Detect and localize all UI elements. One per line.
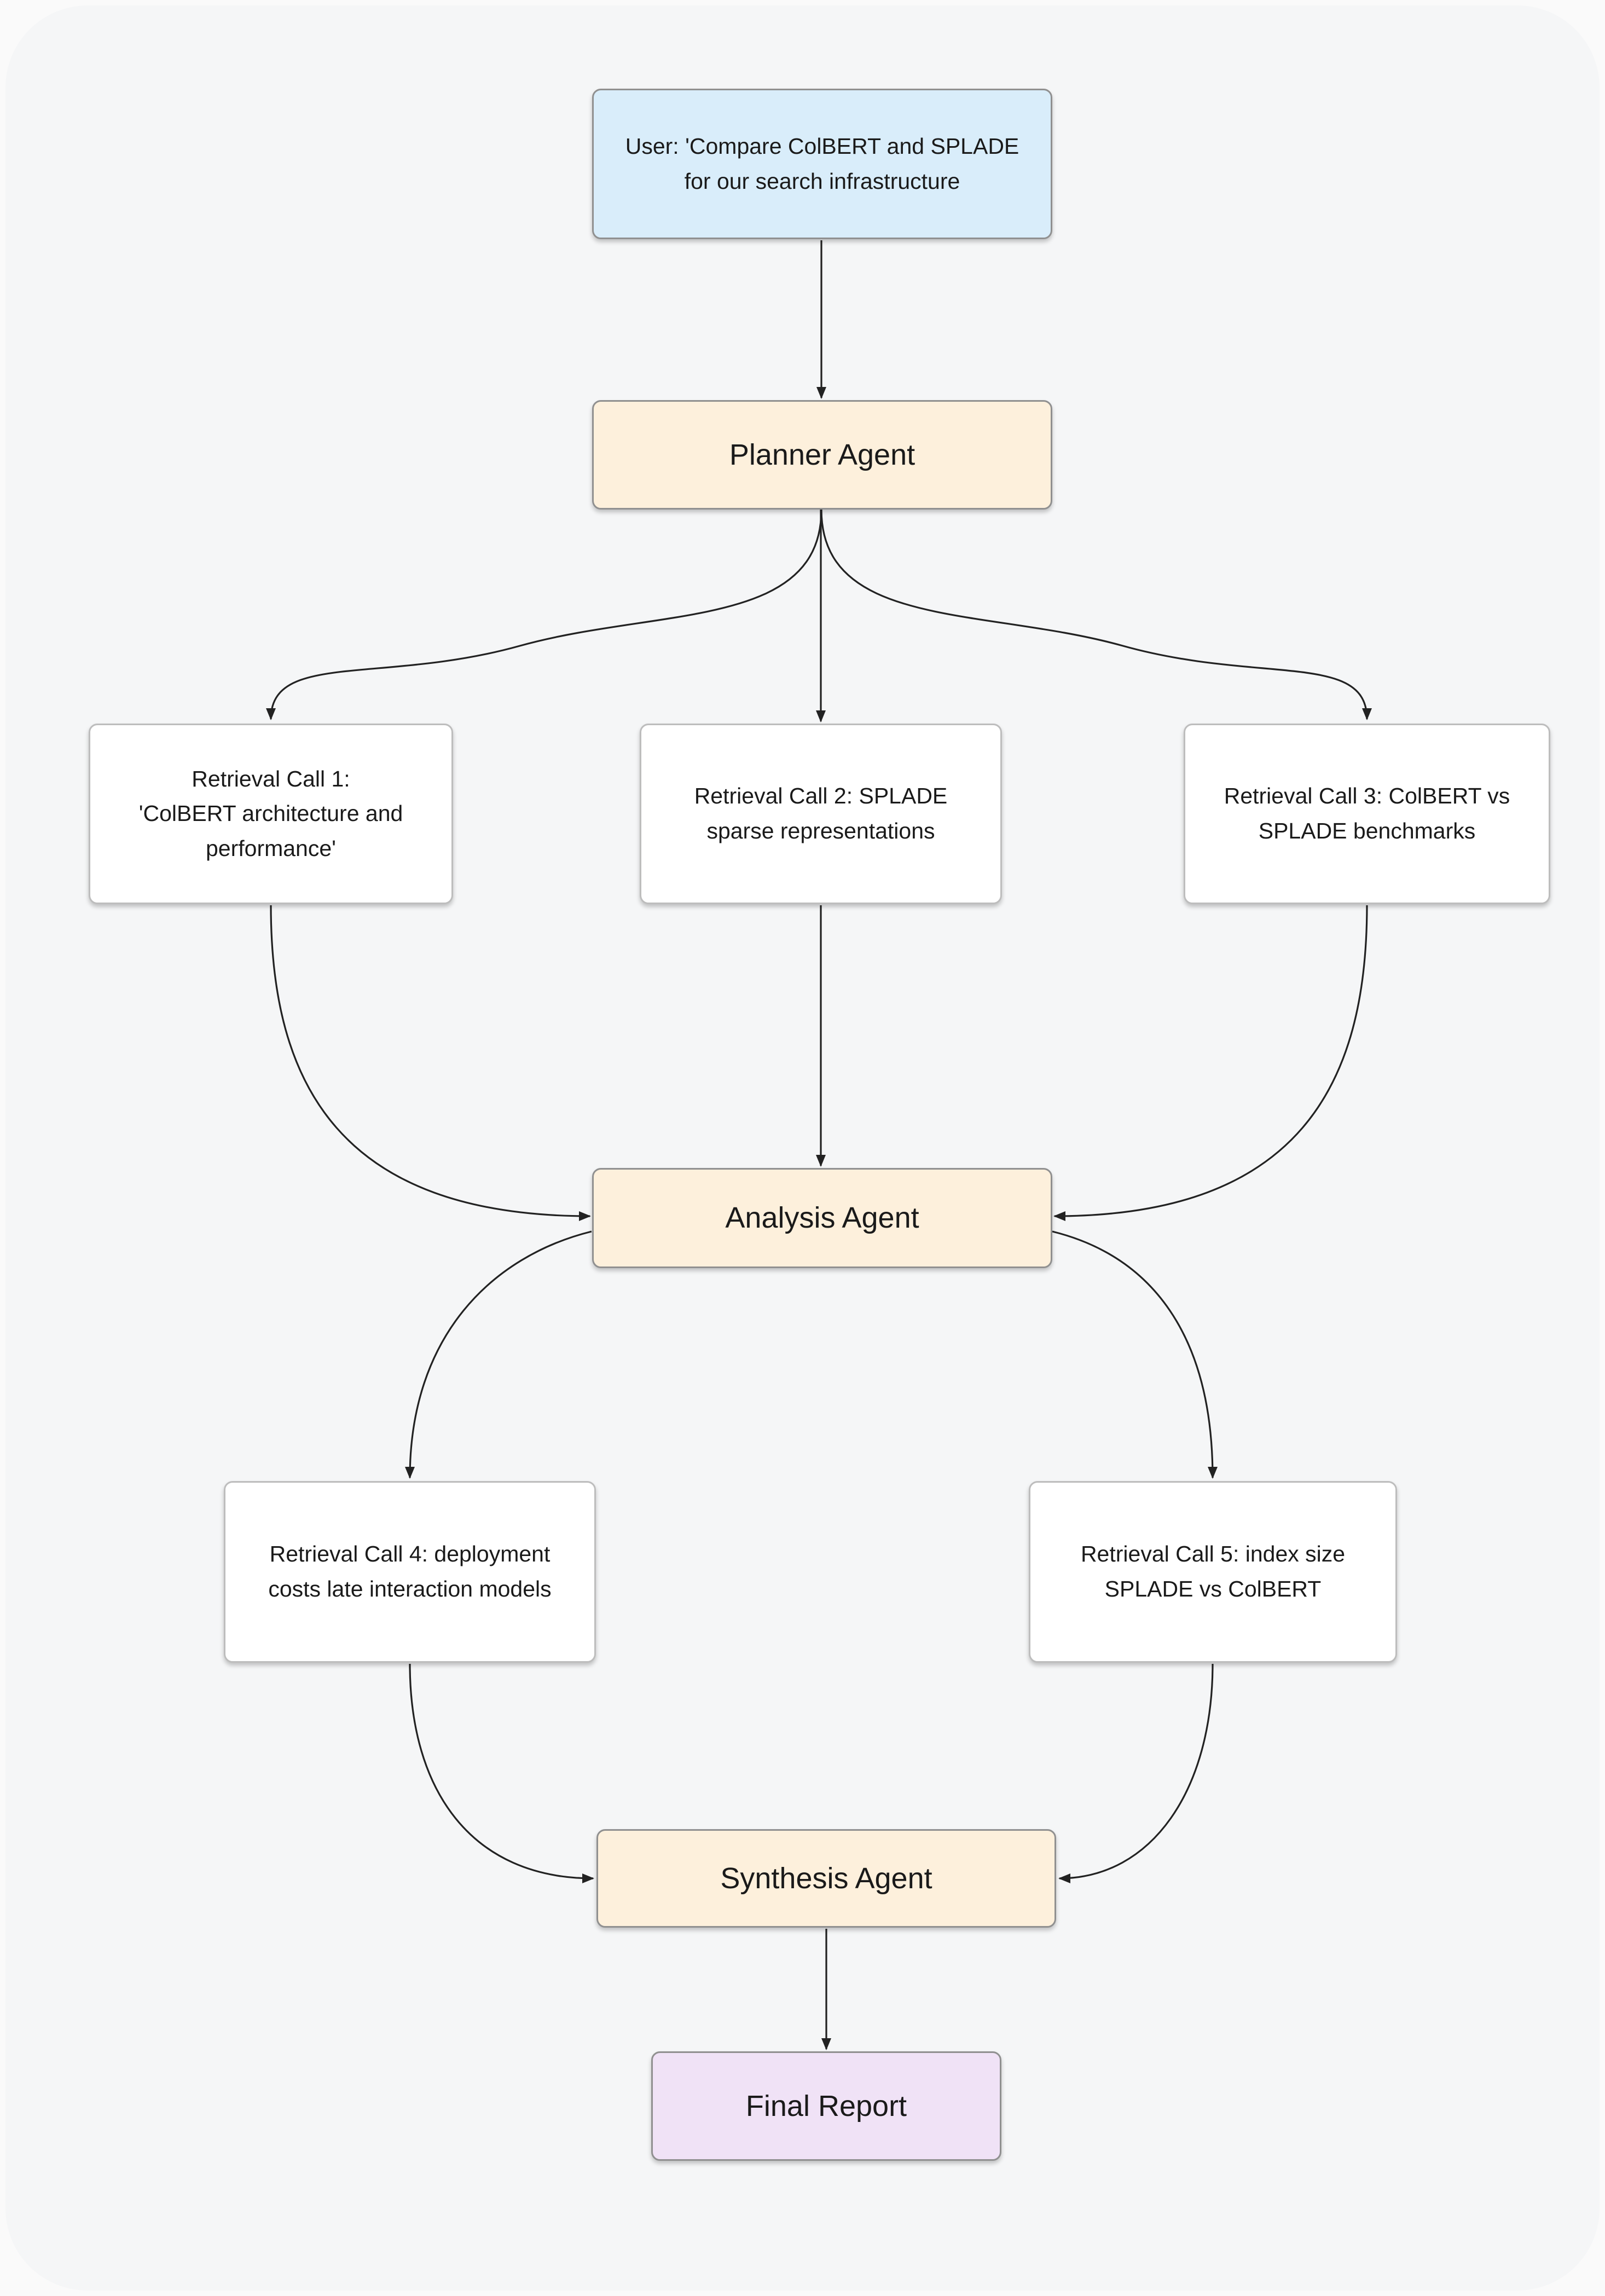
user-query-label: User: 'Compare ColBERT and SPLADE for ou…: [625, 133, 1019, 194]
retrieval-call-5-label: Retrieval Call 5: index size SPLADE vs C…: [1080, 1541, 1346, 1601]
retrieval-call-1-label: Retrieval Call 1: 'ColBERT architecture …: [138, 766, 403, 861]
edge-planner-to-r1: [266, 509, 822, 720]
retrieval-call-4-node: Retrieval Call 4: deployment costs late …: [224, 1481, 596, 1663]
analysis-agent-label: Analysis Agent: [725, 1201, 919, 1235]
synthesis-agent-node: Synthesis Agent: [596, 1829, 1056, 1928]
edge-r1-to-analysis: [270, 905, 591, 1221]
retrieval-call-3-node: Retrieval Call 3: ColBERT vs SPLADE benc…: [1184, 724, 1550, 904]
retrieval-call-5-node: Retrieval Call 5: index size SPLADE vs C…: [1029, 1481, 1397, 1663]
user-query-node: User: 'Compare ColBERT and SPLADE for ou…: [592, 89, 1052, 239]
synthesis-agent-label: Synthesis Agent: [720, 1861, 932, 1895]
edge-analysis-to-r4: [405, 1230, 592, 1479]
edge-r3-to-analysis: [1053, 905, 1368, 1221]
edge-r5-to-synthesis: [1058, 1663, 1214, 1883]
edge-analysis-to-r5: [1052, 1230, 1218, 1479]
edge-planner-to-r3: [820, 509, 1372, 720]
retrieval-call-2-node: Retrieval Call 2: SPLADE sparse represen…: [640, 724, 1002, 904]
planner-agent-node: Planner Agent: [592, 400, 1052, 510]
retrieval-call-3-label: Retrieval Call 3: ColBERT vs SPLADE benc…: [1224, 783, 1510, 843]
retrieval-call-4-label: Retrieval Call 4: deployment costs late …: [268, 1541, 552, 1601]
retrieval-call-2-label: Retrieval Call 2: SPLADE sparse represen…: [694, 783, 948, 843]
analysis-agent-node: Analysis Agent: [592, 1168, 1052, 1268]
planner-agent-label: Planner Agent: [729, 438, 916, 471]
edge-r4-to-synthesis: [409, 1663, 594, 1883]
retrieval-call-1-node: Retrieval Call 1: 'ColBERT architecture …: [89, 724, 453, 904]
final-report-node: Final Report: [651, 2051, 1001, 2161]
final-report-label: Final Report: [745, 2089, 907, 2123]
